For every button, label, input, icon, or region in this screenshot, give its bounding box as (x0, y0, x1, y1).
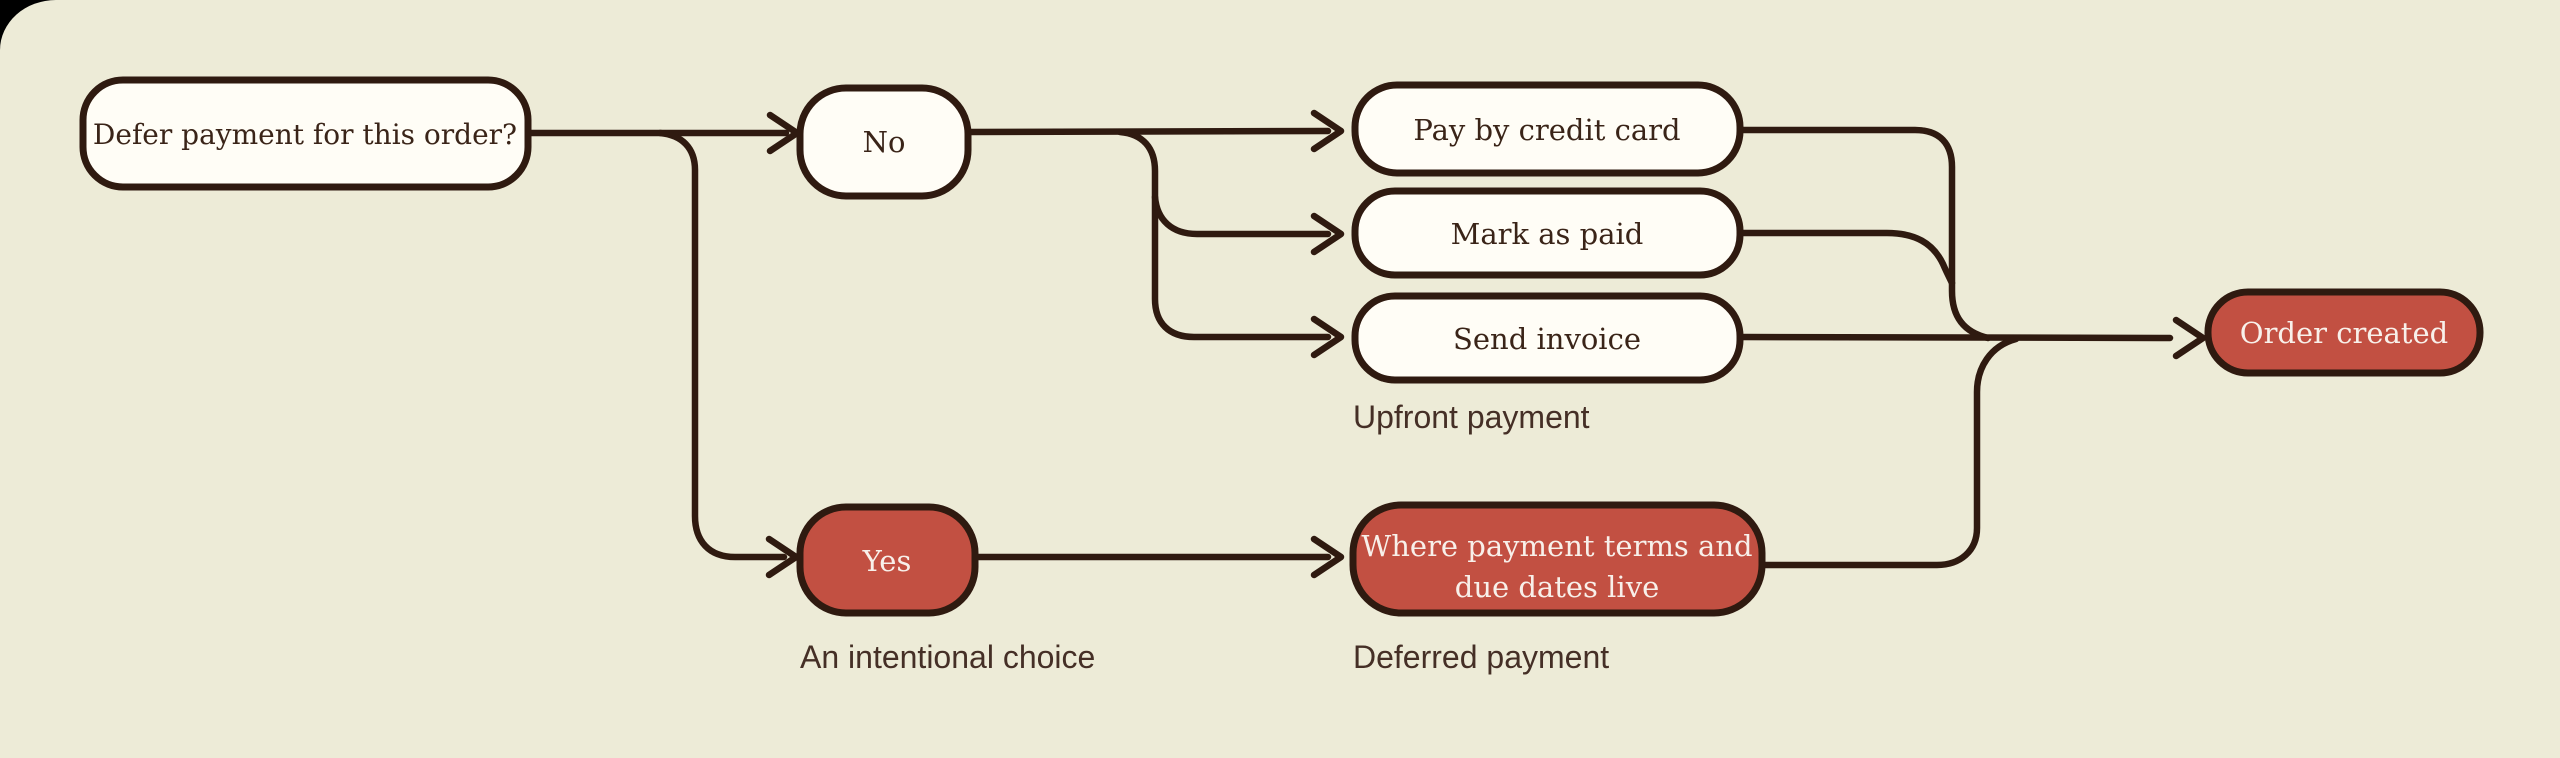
edges (524, 126, 2174, 569)
node-no-shape (796, 84, 972, 200)
caption-an-intentional-choice: An intentional choice (800, 639, 1095, 675)
node-start-label: Defer payment for this order? (93, 118, 517, 151)
node-send-invoice-label: Send invoice (1453, 322, 1641, 356)
node-order-created-label: Order created (2240, 316, 2448, 350)
edge-payment-terms-to-merge (1758, 335, 2020, 569)
node-send-invoice-shape (1351, 292, 1744, 384)
arrowhead (765, 535, 800, 579)
node-payment-terms-label-line1: Where payment terms and (1361, 529, 1752, 563)
node-start: Defer payment for this order? (79, 76, 532, 191)
arrowhead (1310, 535, 1345, 579)
node-start-shape (79, 76, 532, 191)
node-pay-credit-card: Pay by credit card (1351, 81, 1744, 177)
node-pay-credit-card-shape (1351, 81, 1744, 177)
edge-no-to-send-invoice (1116, 128, 1332, 341)
arrowhead (2172, 316, 2207, 360)
node-yes-shape (796, 503, 979, 617)
node-yes-label: Yes (862, 544, 912, 578)
node-payment-terms-label-line2: due dates live (1455, 570, 1660, 604)
caption-deferred-payment: Deferred payment (1353, 639, 1609, 675)
node-mark-as-paid-label: Mark as paid (1451, 217, 1644, 251)
node-mark-as-paid-shape (1351, 187, 1744, 279)
node-pay-credit-card-label: Pay by credit card (1413, 113, 1680, 147)
edge-no-to-mark-as-paid (1151, 193, 1332, 238)
node-no-label: No (863, 125, 906, 159)
arrowhead (1310, 212, 1345, 256)
arrowhead (1310, 109, 1345, 153)
node-order-created-shape (2204, 288, 2484, 377)
edge-mark-as-paid-to-merge (1736, 229, 1956, 287)
node-no: No (796, 84, 972, 200)
node-payment-terms-shape (1349, 501, 1766, 617)
arrowhead (1310, 315, 1345, 359)
edge-send-invoice-to-order-created (1736, 333, 2174, 342)
node-send-invoice: Send invoice (1351, 292, 1744, 384)
edge-no-to-pay-credit-card (964, 127, 1332, 136)
node-order-created: Order created (2204, 288, 2484, 377)
edge-pay-credit-card-to-merge (1736, 126, 1992, 342)
caption-upfront-payment: Upfront payment (1353, 399, 1590, 435)
node-yes: Yes (796, 503, 979, 617)
node-mark-as-paid: Mark as paid (1351, 187, 1744, 279)
node-payment-terms: Where payment terms and due dates live (1349, 501, 1766, 617)
edge-start-to-yes (656, 129, 788, 561)
